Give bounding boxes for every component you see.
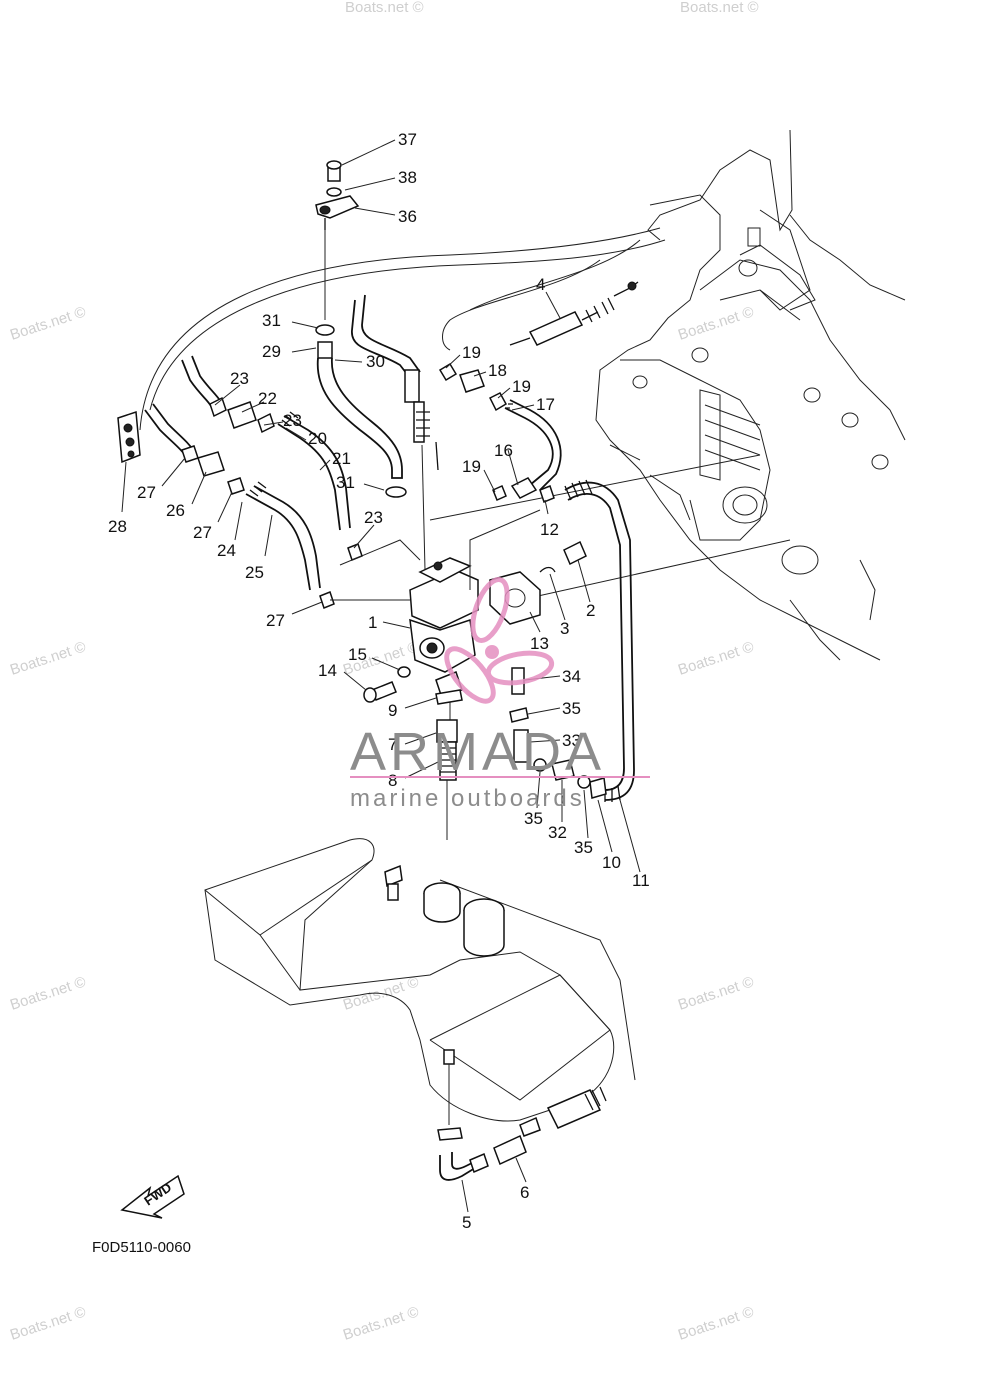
callout-label: 10 <box>602 853 621 872</box>
callout-label: 37 <box>398 130 417 149</box>
callout-label: 19 <box>512 377 531 396</box>
callout-label: 19 <box>462 457 481 476</box>
callout-label: 24 <box>217 541 236 560</box>
callout-label: 5 <box>462 1213 471 1232</box>
diagram-code: F0D5110-0060 <box>92 1239 191 1256</box>
callout-label: 25 <box>245 563 264 582</box>
callout-label: 26 <box>166 501 185 520</box>
callout-label: 27 <box>266 611 285 630</box>
brand-name: ARMADA <box>350 722 605 782</box>
callout-label: 27 <box>193 523 212 542</box>
callout-label: 8 <box>388 771 397 790</box>
callout-label: 31 <box>262 311 281 330</box>
callout-label: 9 <box>388 701 397 720</box>
callout-label: 23 <box>230 369 249 388</box>
watermark: Boats.net © <box>676 1303 756 1343</box>
callout-label: 34 <box>562 667 581 686</box>
brand-tagline: marine outboards <box>350 785 585 812</box>
fuel-pump <box>330 509 541 740</box>
callout-label: 29 <box>262 342 281 361</box>
callout-label: 23 <box>283 411 302 430</box>
leader-lines <box>121 139 641 1213</box>
callout-label: 12 <box>540 520 559 539</box>
watermark: Boats.net © <box>8 303 88 343</box>
watermark: Boats.net © <box>676 303 756 343</box>
callout-label: 35 <box>574 838 593 857</box>
watermark: Boats.net © <box>8 1303 88 1343</box>
callout-label: 15 <box>348 645 367 664</box>
reference-lines <box>139 227 791 601</box>
callout-label: 1 <box>368 613 377 632</box>
watermark: Boats.net © <box>8 638 88 678</box>
callout-label: 2 <box>586 601 595 620</box>
watermark: Boats.net © <box>8 973 88 1013</box>
hose-assembly-right <box>438 362 562 502</box>
bracket-assembly <box>315 160 360 336</box>
watermark: Boats.net © <box>345 0 424 16</box>
fuel-tank <box>204 838 636 1181</box>
watermark: Boats.net © <box>341 1303 421 1343</box>
return-hose <box>539 479 635 802</box>
callout-labels: 37 38 36 4 31 29 30 19 18 19 17 23 22 23… <box>108 130 650 1232</box>
fwd-arrow-icon: FWD <box>120 1174 185 1219</box>
callout-label: 13 <box>530 634 549 653</box>
callout-label: 30 <box>366 352 385 371</box>
callout-label: 17 <box>536 395 555 414</box>
callout-label: 14 <box>318 661 337 680</box>
propeller-icon <box>444 577 555 704</box>
callout-label: 4 <box>536 275 545 294</box>
watermark: Boats.net © <box>680 0 759 16</box>
callout-label: 32 <box>548 823 567 842</box>
callout-label: 33 <box>562 731 581 750</box>
hose-assembly-upper <box>316 294 439 571</box>
watermark-layer: Boats.net © Boats.net © Boats.net © Boat… <box>8 0 759 1344</box>
callout-label: 35 <box>524 809 543 828</box>
callout-label: 27 <box>137 483 156 502</box>
callout-label: 21 <box>332 449 351 468</box>
brand-logo: ARMADA marine outboards <box>350 577 650 812</box>
callout-label: 19 <box>462 343 481 362</box>
callout-label: 3 <box>560 619 569 638</box>
callout-label: 16 <box>494 441 513 460</box>
fuel-filter <box>509 281 639 346</box>
watermark: Boats.net © <box>676 638 756 678</box>
callout-label: 7 <box>388 735 397 754</box>
callout-label: 23 <box>364 508 383 527</box>
engine-block <box>595 129 906 661</box>
watermark: Boats.net © <box>676 973 756 1013</box>
callout-label: 35 <box>562 699 581 718</box>
callout-label: 38 <box>398 168 417 187</box>
callout-label: 6 <box>520 1183 529 1202</box>
hose-assembly-left <box>117 355 363 609</box>
callout-label: 11 <box>632 871 650 890</box>
callout-label: 36 <box>398 207 417 226</box>
callout-label: 28 <box>108 517 127 536</box>
callout-label: 31 <box>336 473 355 492</box>
callout-label: 20 <box>308 429 327 448</box>
callout-label: 22 <box>258 389 277 408</box>
callout-label: 18 <box>488 361 507 380</box>
